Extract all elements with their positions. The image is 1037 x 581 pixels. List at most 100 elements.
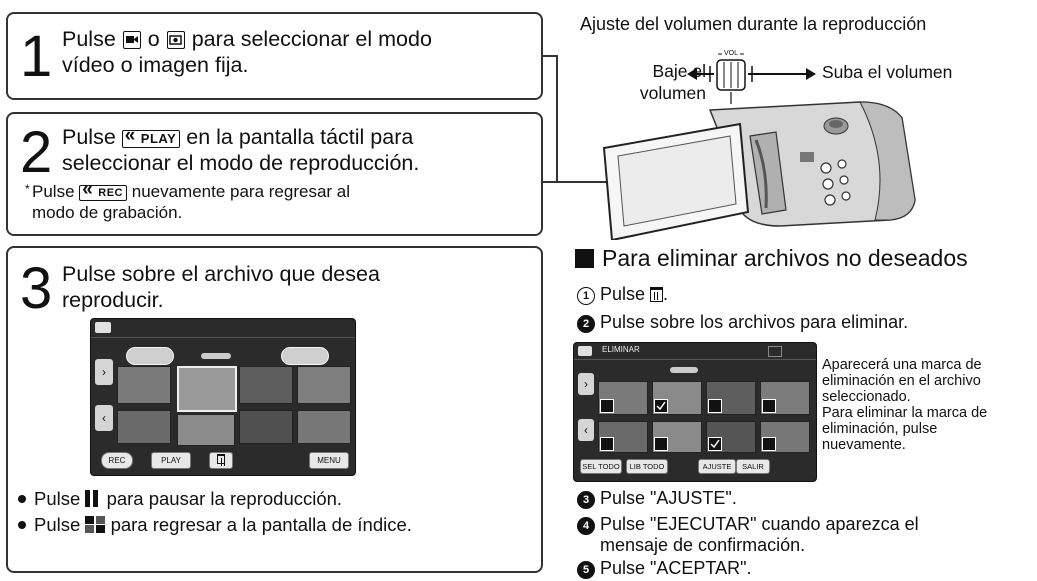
step-number: 2 bbox=[20, 120, 53, 185]
checkbox[interactable] bbox=[600, 437, 614, 451]
thumbnail[interactable] bbox=[117, 410, 171, 444]
step-text: para seleccionar el modo bbox=[191, 27, 432, 51]
exit-button[interactable]: SALIR bbox=[736, 459, 770, 474]
page-down-arrow-icon[interactable]: ‹ bbox=[95, 405, 113, 431]
volume-up-label: Suba el volumen bbox=[822, 62, 953, 82]
thumbnail[interactable] bbox=[297, 366, 351, 404]
thumbnail-selected[interactable] bbox=[177, 366, 237, 412]
note-line: eliminación en el archivo bbox=[822, 373, 981, 389]
delete-step-3: 3 Pulse "AJUSTE". bbox=[577, 488, 737, 509]
thumbnail[interactable] bbox=[177, 414, 235, 446]
checkbox-checked[interactable] bbox=[654, 399, 668, 413]
step-2-box: 2 Pulse PLAY en la pantalla táctil para … bbox=[6, 112, 543, 236]
step-text: Pulse bbox=[600, 284, 646, 304]
menu-button[interactable]: MENU bbox=[309, 452, 349, 469]
checkbox[interactable] bbox=[762, 399, 776, 413]
step-text: Pulse "AJUSTE". bbox=[600, 488, 737, 508]
bullet-index: Pulse para regresar a la pantalla de índ… bbox=[18, 514, 412, 536]
step-circle: 1 bbox=[577, 287, 595, 305]
step-circle: 4 bbox=[577, 517, 595, 535]
rec-button[interactable]: REC bbox=[101, 452, 133, 469]
index-grid-icon bbox=[85, 516, 106, 533]
deselect-all-button[interactable]: LIB TODO bbox=[626, 459, 668, 474]
checkbox[interactable] bbox=[762, 437, 776, 451]
note-line: Para eliminar la marca de bbox=[822, 405, 988, 421]
bullet-dot bbox=[18, 521, 26, 529]
still-image-mode-icon bbox=[166, 31, 185, 49]
step-circle: 2 bbox=[577, 315, 595, 333]
delete-screen-illustration: ELIMINAR › ‹ SEL TODO LIB TODO AJUSTE SA… bbox=[573, 342, 817, 482]
delete-step-4: 4 Pulse "EJECUTAR" cuando aparezca el bbox=[577, 514, 919, 535]
delete-heading: Para eliminar archivos no deseados bbox=[575, 245, 968, 272]
delete-screen-title: ELIMINAR bbox=[602, 345, 640, 354]
heading-text: Para eliminar archivos no deseados bbox=[602, 245, 968, 271]
checkbox[interactable] bbox=[708, 399, 722, 413]
bullet-dot bbox=[18, 495, 26, 503]
video-mode-icon bbox=[95, 322, 111, 333]
thumbnail[interactable] bbox=[239, 366, 293, 404]
date-pill bbox=[126, 347, 174, 365]
step-2-line-2: seleccionar el modo de reproducción. bbox=[62, 151, 420, 175]
note-line: seleccionado. bbox=[822, 389, 911, 405]
step-2-note-line-1: * Pulse REC nuevamente para regresar al bbox=[25, 182, 351, 202]
play-button[interactable]: PLAY bbox=[151, 452, 191, 469]
bullet-text: para pausar la reproducción. bbox=[106, 488, 343, 509]
step-number: 1 bbox=[20, 24, 53, 89]
note-text: Pulse bbox=[32, 182, 75, 201]
step-text: . bbox=[663, 284, 669, 304]
rec-key-icon: REC bbox=[79, 183, 127, 201]
trash-button[interactable] bbox=[209, 452, 233, 469]
note-line: eliminación, pulse bbox=[822, 421, 938, 437]
delete-step-5: 5 Pulse "ACEPTAR". bbox=[577, 558, 752, 579]
trash-icon bbox=[650, 287, 664, 302]
step-text: Pulse "EJECUTAR" cuando aparezca el bbox=[600, 514, 919, 534]
checkbox[interactable] bbox=[654, 437, 668, 451]
step-text: Pulse "ACEPTAR". bbox=[600, 558, 752, 578]
delete-step-2: 2 Pulse sobre los archivos para eliminar. bbox=[577, 312, 908, 333]
play-key-icon: PLAY bbox=[121, 128, 181, 148]
date-label bbox=[670, 367, 698, 373]
step-text: o bbox=[147, 27, 160, 51]
trash-icon bbox=[217, 454, 225, 466]
step-1-line-1: Pulse o para seleccionar el modo bbox=[62, 27, 432, 52]
connector-line bbox=[556, 55, 558, 183]
pause-icon bbox=[85, 488, 101, 509]
note-line: nuevamente. bbox=[822, 437, 906, 453]
heading-square-icon bbox=[575, 249, 594, 268]
video-mode-icon bbox=[122, 31, 141, 49]
step-1-box: 1 Pulse o para seleccionar el modo vídeo… bbox=[6, 12, 543, 100]
camcorder-illustration: VOL bbox=[602, 50, 916, 240]
delete-step-4-line-2: mensaje de confirmación. bbox=[600, 535, 806, 555]
page-down-arrow-icon[interactable]: ‹ bbox=[578, 419, 594, 441]
index-screen-illustration: › ‹ REC PLAY MENU bbox=[90, 318, 356, 476]
delete-step-1: 1 Pulse . bbox=[577, 284, 668, 305]
step-3-box: 3 Pulse sobre el archivo que desea repro… bbox=[6, 246, 543, 573]
lcd-screen bbox=[602, 122, 750, 240]
step-number: 3 bbox=[20, 256, 53, 321]
thumbnail[interactable] bbox=[239, 410, 293, 444]
step-1-line-2: vídeo o imagen fija. bbox=[62, 53, 249, 77]
step-circle: 5 bbox=[577, 561, 595, 579]
divider bbox=[574, 359, 816, 360]
step-circle: 3 bbox=[577, 491, 595, 509]
step-text: Pulse sobre los archivos para eliminar. bbox=[600, 312, 909, 332]
note-text: nuevamente para regresar al bbox=[131, 182, 351, 201]
bullet-pause: Pulse para pausar la reproducción. bbox=[18, 488, 343, 510]
step-text: Pulse bbox=[62, 125, 116, 149]
lever-label: VOL bbox=[724, 50, 738, 57]
set-button[interactable]: AJUSTE bbox=[698, 459, 736, 474]
page-up-arrow-icon[interactable]: › bbox=[578, 373, 594, 395]
note-line: Aparecerá una marca de bbox=[822, 357, 982, 373]
select-all-button[interactable]: SEL TODO bbox=[580, 459, 622, 474]
step-text: en la pantalla táctil para bbox=[186, 125, 414, 149]
thumbnail[interactable] bbox=[117, 366, 171, 404]
thumbnail[interactable] bbox=[297, 410, 351, 444]
divider bbox=[91, 337, 355, 338]
checkbox[interactable] bbox=[600, 399, 614, 413]
checkbox-checked[interactable] bbox=[708, 437, 722, 451]
camcorder-body bbox=[708, 101, 916, 227]
page-up-arrow-icon[interactable]: › bbox=[95, 359, 113, 385]
bullet-text: para regresar a la pantalla de índice. bbox=[110, 514, 412, 535]
step-2-note-line-2: modo de grabación. bbox=[32, 203, 183, 222]
close-icon[interactable] bbox=[768, 346, 782, 357]
